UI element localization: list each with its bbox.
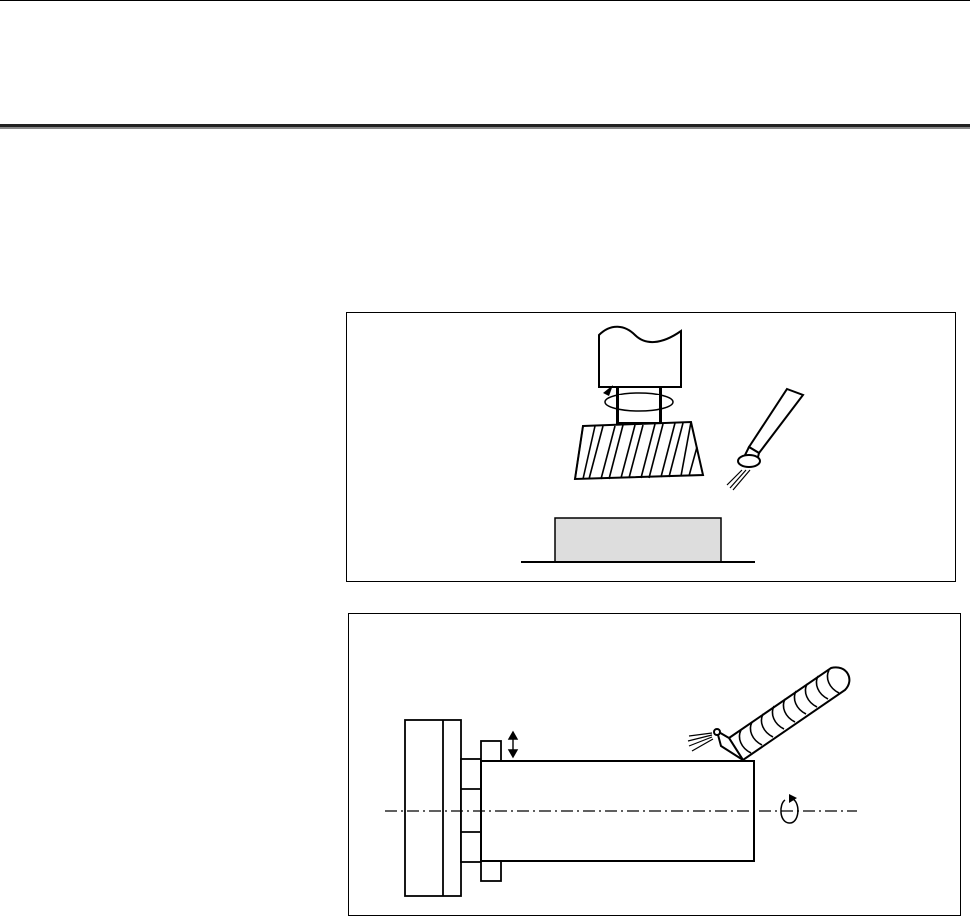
workpiece-block xyxy=(555,518,721,562)
turning-figure xyxy=(348,613,961,916)
coolant-nozzle-icon xyxy=(738,389,803,467)
spindle-icon xyxy=(599,327,681,387)
top-border-line xyxy=(0,0,970,1)
turning-diagram xyxy=(349,614,962,917)
adjust-arrow-icon xyxy=(509,732,517,757)
coolant-spray-icon xyxy=(688,733,713,751)
helical-milling-cutter-icon xyxy=(575,422,703,479)
milling-diagram xyxy=(347,313,957,583)
header-rule xyxy=(0,124,970,129)
knurled-nozzle-icon xyxy=(714,667,849,760)
coolant-spray-icon xyxy=(727,470,750,490)
spindle-rotation-icon xyxy=(781,794,798,823)
chuck-icon xyxy=(405,720,481,896)
milling-figure xyxy=(346,312,956,582)
